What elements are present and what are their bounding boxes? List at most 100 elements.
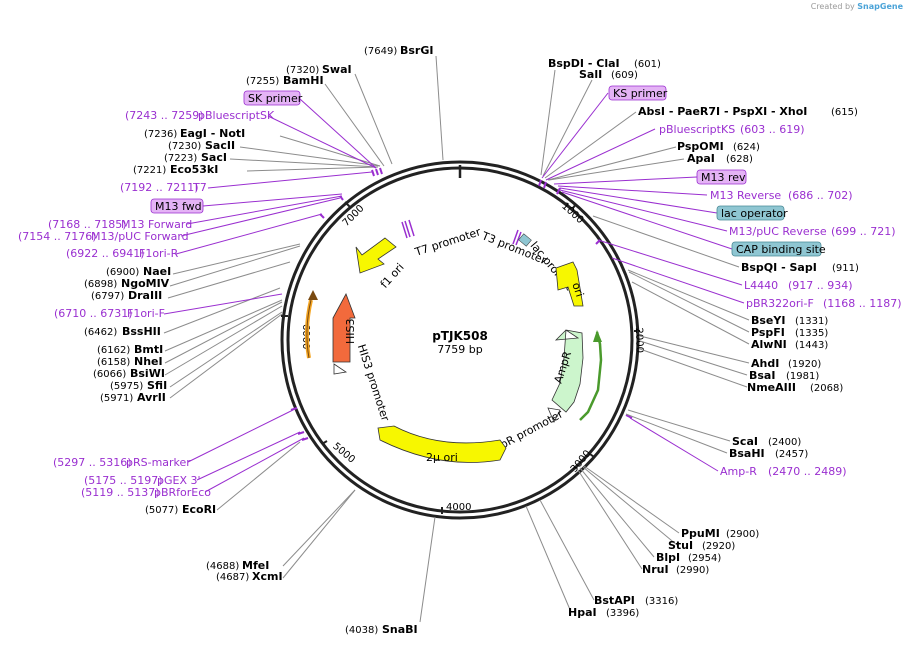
enz-pos-alwni: (1443)	[795, 340, 828, 351]
ks-primer-label: KS primer	[613, 87, 668, 100]
enzyme-ecori[interactable]: EcoRI	[182, 503, 216, 516]
connector-44	[202, 193, 343, 207]
enzyme-eagi-noti[interactable]: EagI - NotI	[180, 127, 245, 140]
feature-2mu-ori[interactable]	[377, 425, 507, 463]
enzyme-bspqi-sapi[interactable]: BspQI - SapI	[741, 261, 817, 274]
enzyme-bstapi[interactable]: BstAPI	[594, 594, 635, 607]
enzyme-bsai[interactable]: BsaI	[749, 369, 775, 382]
primer-m13-forward[interactable]: M13 Forward	[121, 218, 192, 231]
enzyme-ngomiv[interactable]: NgoMIV	[121, 277, 170, 290]
enz-pos-scai: (2400)	[768, 437, 801, 448]
primer-pgex3[interactable]: pGEX 3'	[157, 474, 201, 487]
enzyme-sali[interactable]: SalI	[579, 68, 602, 81]
enzyme-nmeaiii[interactable]: NmeAIII	[747, 381, 796, 394]
connector-21	[540, 69, 556, 176]
primer-mark-2	[375, 168, 379, 176]
connector-27	[627, 269, 750, 321]
lac-operator-box[interactable]	[716, 205, 785, 221]
sk-primer-label: SK primer	[248, 92, 303, 105]
enzyme-mfei[interactable]: MfeI	[242, 559, 269, 572]
enzyme-hpai[interactable]: HpaI	[568, 606, 597, 619]
enzyme-ppumi[interactable]: PpuMI	[681, 527, 720, 540]
enzyme-bamhi[interactable]: BamHI	[283, 74, 324, 87]
enzyme-snabi[interactable]: SnaBI	[382, 623, 418, 636]
primer-mark-8	[556, 187, 561, 195]
primer-range-amp-r: (2470 .. 2489)	[768, 465, 847, 478]
connector-33	[627, 409, 731, 442]
connector-17	[216, 441, 301, 511]
enzyme-bsiwi[interactable]: BsiWI	[130, 367, 165, 380]
primer-f1ori-f[interactable]: F1ori-F	[127, 307, 165, 320]
feature-his3[interactable]	[332, 293, 356, 363]
primer-f1ori-r[interactable]: F1ori-R	[139, 247, 179, 260]
label-f1-ori: f1 ori	[378, 261, 407, 291]
ks-primer-box[interactable]	[608, 85, 667, 101]
m13-fwd-box[interactable]	[150, 198, 204, 214]
enz-pos-bseyi: (1331)	[795, 316, 828, 327]
enzyme-ahdi[interactable]: AhdI	[751, 357, 779, 370]
enzyme-stui[interactable]: StuI	[668, 539, 693, 552]
primer-range-t7: (7192 .. 7211)	[120, 181, 199, 194]
enzyme-alwni[interactable]: AlwNI	[751, 338, 787, 351]
enz-pos-absi: (615)	[831, 107, 858, 118]
enzyme-nrui[interactable]: NruI	[642, 563, 669, 576]
feature-ampr[interactable]	[551, 329, 584, 413]
lac-operator-mark	[518, 233, 532, 247]
enzyme-draiii[interactable]: DraIII	[128, 289, 162, 302]
enzyme-swai[interactable]: SwaI	[322, 63, 352, 76]
enz-pos-bsahi: (2457)	[775, 449, 808, 460]
ampr-promoter-arrow	[547, 407, 561, 423]
sk-primer-box[interactable]	[243, 90, 301, 106]
connector-51	[204, 437, 305, 493]
enzyme-bsahi[interactable]: BsaHI	[729, 447, 765, 460]
primer-range-m13puc-forward: (7154 .. 7176)	[18, 230, 97, 243]
primer-range-m13-reverse: (686 .. 702)	[788, 189, 853, 202]
primer-m13puc-forward[interactable]: M13/pUC Forward	[91, 230, 189, 243]
enzyme-avrii[interactable]: AvrII	[137, 391, 166, 404]
enzyme-bsrgi[interactable]: BsrGI	[400, 44, 433, 57]
primer-range-pbluescriptsk: (7243 .. 7259)	[125, 109, 204, 122]
tick-label-2000: 2000	[633, 327, 645, 353]
enzyme-pspfi[interactable]: PspFI	[751, 326, 785, 339]
enz-pos-bspqi: (911)	[832, 263, 859, 274]
connector-49	[187, 409, 294, 463]
tick-5000	[321, 440, 328, 445]
primer-pbr322ori-f[interactable]: pBR322ori-F	[746, 297, 814, 310]
enzyme-bseyi[interactable]: BseYI	[751, 314, 785, 327]
enzyme-xcmi[interactable]: XcmI	[252, 570, 283, 583]
feature-f1-ori[interactable]	[355, 237, 397, 274]
connector-58	[561, 191, 733, 250]
enzyme-bspdi-clai[interactable]: BspDI - ClaI	[548, 57, 620, 70]
enzyme-pspomi[interactable]: PspOMI	[677, 140, 724, 153]
primer-prs-marker[interactable]: pRS-marker	[126, 456, 191, 469]
enzyme-apai[interactable]: ApaI	[687, 152, 715, 165]
enzyme-eco53ki[interactable]: Eco53kI	[170, 163, 218, 176]
connector-35	[583, 465, 680, 534]
primer-m13-reverse[interactable]: M13 Reverse	[710, 189, 781, 202]
feature-ori[interactable]	[555, 261, 584, 307]
primer-l4440[interactable]: L4440	[744, 279, 778, 292]
cap-binding-site-box[interactable]	[731, 241, 822, 257]
primer-t7[interactable]: T7	[192, 181, 207, 194]
primer-pbluescriptks[interactable]: pBluescriptKS	[659, 123, 735, 136]
enzyme-blpi[interactable]: BlpI	[656, 551, 680, 564]
enzyme-naei[interactable]: NaeI	[143, 265, 171, 278]
enzyme-absi-xhoi[interactable]: AbsI - PaeR7I - PspXI - XhoI	[638, 105, 807, 118]
cap-binding-site-label: CAP binding site	[736, 243, 826, 256]
primer-pbluescriptsk[interactable]: pBluescriptSK	[198, 109, 275, 122]
enzyme-nhei[interactable]: NheI	[134, 355, 163, 368]
enzyme-scai[interactable]: ScaI	[732, 435, 758, 448]
enzyme-bsshii[interactable]: BssHII	[122, 325, 161, 338]
primer-m13puc-reverse[interactable]: M13/pUC Reverse	[729, 225, 827, 238]
primer-pbrforeco[interactable]: pBRforEco	[154, 486, 211, 499]
enzyme-sfii[interactable]: SfiI	[147, 379, 167, 392]
primer-amp-r[interactable]: Amp-R	[720, 465, 757, 478]
enzyme-saci[interactable]: SacI	[201, 151, 227, 164]
enzyme-bmti[interactable]: BmtI	[134, 343, 163, 356]
connector-42	[267, 115, 377, 169]
primer-range-pgex3: (5175 .. 5197)	[84, 474, 163, 487]
m13-rev-box[interactable]	[696, 169, 747, 185]
connector-48	[163, 293, 283, 315]
enzyme-sacii[interactable]: SacII	[205, 139, 235, 152]
credit-prefix: Created by	[810, 2, 855, 11]
